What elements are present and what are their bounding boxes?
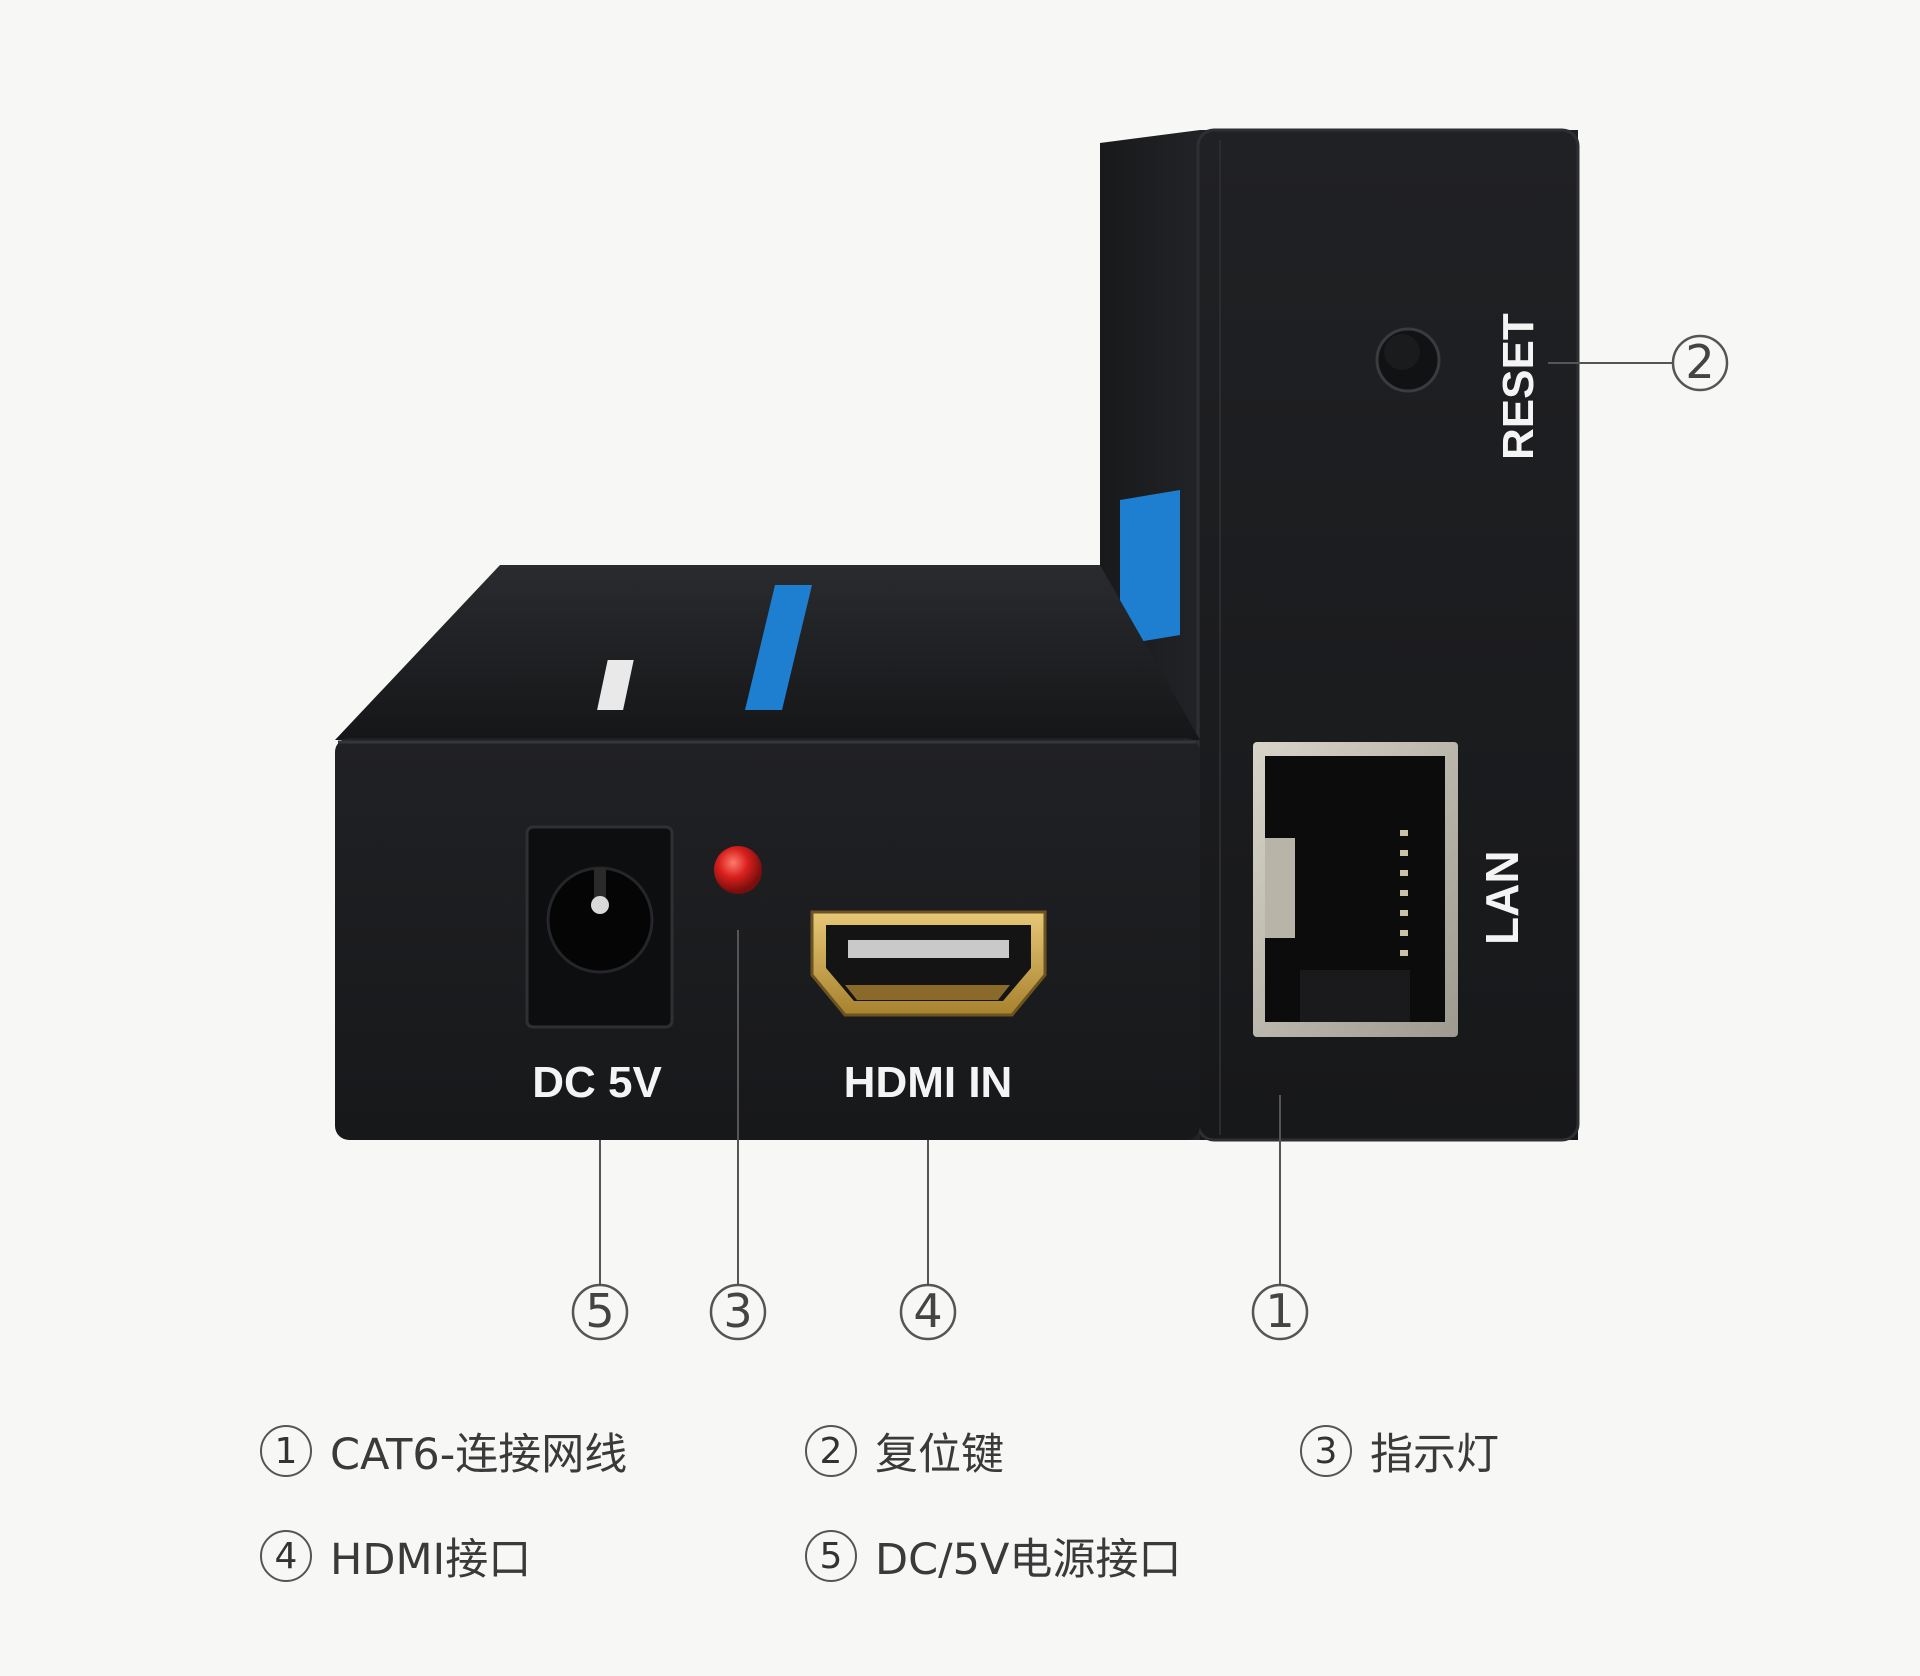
legend-number: 1 (260, 1425, 312, 1477)
legend-item-2: 2 复位键 (805, 1420, 1004, 1482)
legend-item-4: 4 HDMI接口 (260, 1525, 531, 1587)
svg-text:1: 1 (1265, 1284, 1294, 1338)
legend-text: 复位键 (875, 1430, 1004, 1480)
reset-label: RESET (1494, 313, 1543, 460)
legend-number: 5 (805, 1530, 857, 1582)
horizontal-unit: DC 5V HDMI IN (335, 565, 1200, 1140)
indicator-led (714, 846, 762, 894)
legend-text: HDMI接口 (330, 1535, 532, 1585)
hdmi-port[interactable] (810, 910, 1047, 1017)
svg-text:5: 5 (585, 1284, 614, 1338)
lan-port[interactable] (1253, 742, 1458, 1037)
legend-item-1: 1 CAT6-连接网线 (260, 1420, 627, 1482)
dc-power-jack[interactable] (525, 825, 674, 1029)
legend-number: 2 (805, 1425, 857, 1477)
callout-3: 3 (709, 1283, 767, 1341)
blue-label-strip (1120, 490, 1180, 645)
dc-label: DC 5V (532, 1058, 662, 1107)
svg-text:2: 2 (1685, 335, 1714, 389)
callout-2: 2 (1671, 334, 1729, 392)
legend-text: CAT6-连接网线 (330, 1430, 628, 1480)
hdmi-label: HDMI IN (844, 1058, 1013, 1107)
legend-item-5: 5 DC/5V电源接口 (805, 1525, 1181, 1587)
callout-lines (599, 362, 1672, 1285)
svg-text:3: 3 (723, 1284, 752, 1338)
callout-4: 4 (899, 1283, 957, 1341)
horizontal-unit-front (335, 738, 1200, 1140)
lan-label: LAN (1476, 850, 1528, 945)
svg-text:4: 4 (913, 1284, 942, 1338)
legend-text: 指示灯 (1370, 1430, 1499, 1480)
legend-number: 3 (1300, 1425, 1352, 1477)
legend-item-3: 3 指示灯 (1300, 1420, 1499, 1482)
legend-text: DC/5V电源接口 (875, 1535, 1182, 1585)
callout-5: 5 (571, 1283, 629, 1341)
legend-number: 4 (260, 1530, 312, 1582)
legend: 1 CAT6-连接网线 2 复位键 3 指示灯 4 HDMI接口 5 DC/5V… (260, 1420, 1760, 1650)
top-blue-strip (745, 585, 812, 710)
callout-1: 1 (1251, 1283, 1309, 1341)
